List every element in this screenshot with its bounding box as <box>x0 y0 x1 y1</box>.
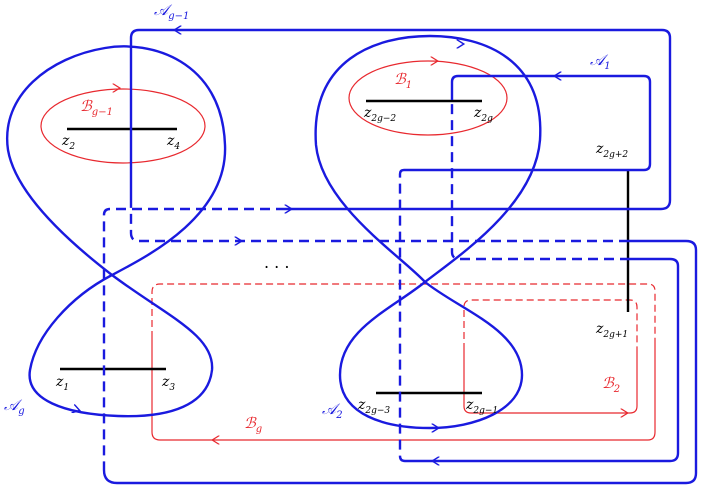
a-g-minus-1-solid <box>129 28 672 211</box>
label-z3: z3 <box>161 374 175 393</box>
b-g-cycle-solid <box>151 338 656 441</box>
label-b-g: ℬg <box>244 414 262 435</box>
b-2-cycle-dashed <box>463 299 638 350</box>
a-g-minus-1-dashed-2 <box>129 202 629 243</box>
label-b-2: ℬ2 <box>602 374 620 395</box>
b-cycles <box>40 60 656 441</box>
label-z4: z4 <box>166 133 180 152</box>
label-z2g-1: z2g−1 <box>465 397 498 416</box>
a-cycles <box>5 28 698 485</box>
a-1-solid-2 <box>398 257 680 463</box>
label-b-g-minus-1: ℬg−1 <box>80 97 113 118</box>
b-g-cycle-dashed <box>151 283 656 338</box>
label-z2: z2 <box>61 133 75 152</box>
a-1-solid <box>404 74 652 172</box>
ellipsis: . . . <box>264 253 289 272</box>
a-g-minus-1-solid-2 <box>102 239 698 485</box>
label-z2g: z2g <box>473 105 493 124</box>
label-z2g+1: z2g+1 <box>595 321 628 340</box>
label-z2g-3: z2g−3 <box>357 397 390 416</box>
label-a-2: 𝒜2 <box>322 400 343 421</box>
label-a-1: 𝒜1 <box>590 51 611 72</box>
b-1-cycle <box>348 60 508 136</box>
a-1-dashed-2 <box>450 100 630 261</box>
a-1-dashed <box>398 168 405 456</box>
label-a-g-minus-1: 𝒜g−1 <box>154 1 189 22</box>
labels: z2 z4 z1 z3 z2g−2 z2g z2g−3 z2g−1 z2g+2 … <box>4 1 628 435</box>
label-z1: z1 <box>55 374 69 393</box>
label-a-g: 𝒜g <box>4 396 25 417</box>
branch-cuts <box>60 99 630 395</box>
label-z2g+2: z2g+2 <box>595 141 628 160</box>
b-g-minus-1-cycle <box>40 88 206 164</box>
a-g-minus-1-dashed <box>102 207 286 470</box>
label-b-1: ℬ1 <box>394 70 412 91</box>
b-2-cycle-solid <box>463 350 638 414</box>
label-z2g-2: z2g−2 <box>363 105 396 124</box>
a-g-cycle <box>5 45 227 418</box>
a-2-cycle <box>314 34 542 430</box>
